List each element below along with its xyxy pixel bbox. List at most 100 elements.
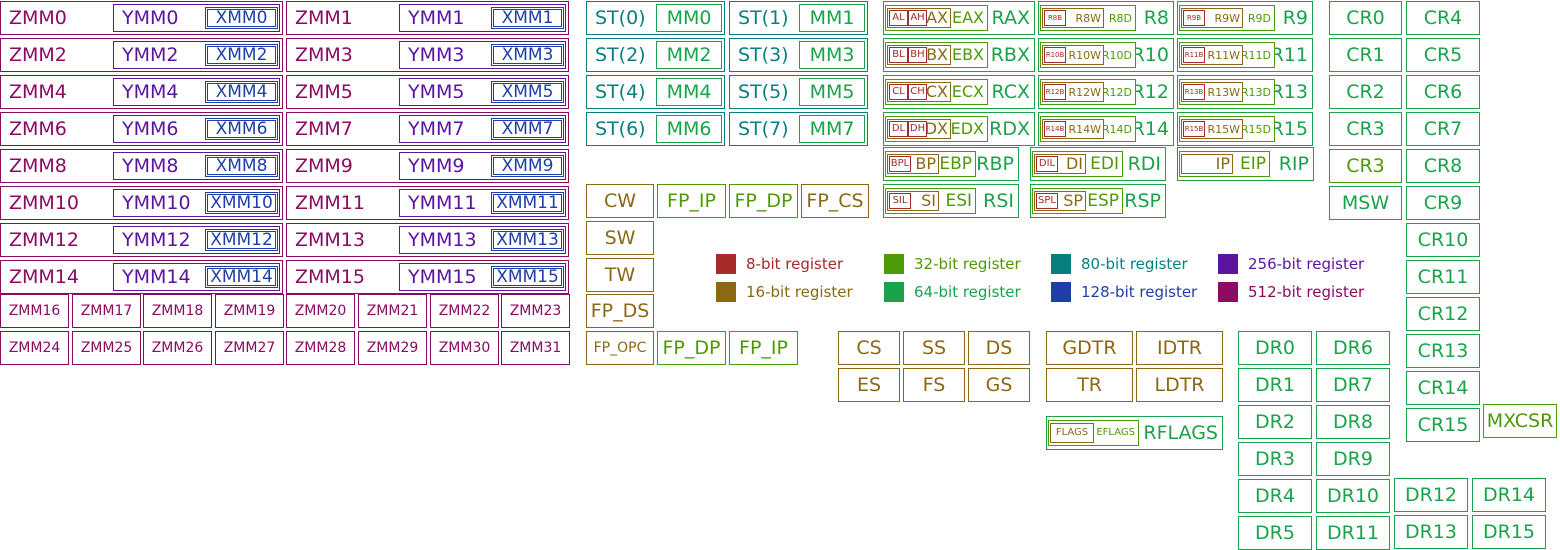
legend-item: 128-bit register — [1051, 282, 1197, 302]
zmm-register: ZMM16 — [0, 294, 69, 328]
legend-label: 256-bit register — [1248, 255, 1365, 273]
xmm-register: XMM10 — [205, 192, 278, 214]
debug-register: DR13 — [1394, 515, 1468, 549]
debug-register: DR14 — [1472, 478, 1546, 512]
segment-register: CS — [838, 331, 900, 365]
legend-swatch — [716, 282, 736, 302]
gpr-8-low: BL — [889, 47, 908, 63]
gpr-8: R15B — [1183, 121, 1205, 137]
legend-item: 8-bit register — [716, 254, 843, 274]
control-register: CR9 — [1406, 186, 1480, 220]
control-register: CR14 — [1406, 371, 1480, 405]
control-register: CR2 — [1329, 75, 1402, 109]
xmm-register: XMM4 — [205, 81, 278, 103]
legend-swatch — [716, 254, 736, 274]
xmm-register: XMM13 — [491, 229, 564, 251]
zmm-register: ZMM21 — [358, 294, 427, 328]
legend-item: 256-bit register — [1218, 254, 1364, 274]
debug-register: DR4 — [1238, 479, 1312, 513]
debug-register: DR5 — [1238, 516, 1312, 550]
control-register: MSW — [1329, 186, 1402, 220]
debug-register: DR12 — [1394, 478, 1468, 512]
xmm-register: XMM8 — [205, 155, 278, 177]
mm-register: MM5 — [799, 78, 865, 106]
legend-label: 32-bit register — [914, 255, 1021, 273]
mxcsr-register: MXCSR — [1483, 404, 1557, 438]
legend-item: 80-bit register — [1051, 254, 1188, 274]
gpr-8: R11B — [1183, 47, 1205, 63]
gpr-8: DIL — [1036, 156, 1058, 172]
control-register: CR3 — [1329, 149, 1402, 183]
legend-label: 80-bit register — [1081, 255, 1188, 273]
debug-register: DR10 — [1316, 479, 1390, 513]
zmm-register: ZMM22 — [430, 294, 499, 328]
control-register: CR0 — [1329, 1, 1402, 35]
fpu-fp-dp: FP_DP — [729, 184, 798, 218]
debug-register: DR11 — [1316, 516, 1390, 550]
segment-register: SS — [903, 331, 965, 365]
zmm-register: ZMM30 — [430, 331, 499, 365]
mm-register: MM1 — [799, 4, 865, 32]
mm-register: MM0 — [656, 4, 722, 32]
gpr-8-high: CH — [908, 84, 927, 100]
gpr-8-low: DL — [889, 121, 908, 137]
control-register: CR12 — [1406, 297, 1480, 331]
xmm-register: XMM12 — [205, 229, 278, 251]
legend-label: 512-bit register — [1248, 283, 1365, 301]
legend-swatch — [1051, 282, 1071, 302]
fpu-fp-dp: FP_DP — [657, 331, 726, 365]
gpr-8-low: CL — [889, 84, 908, 100]
gpr-8-low: AL — [889, 10, 908, 26]
gpr-8: R13B — [1183, 84, 1205, 100]
mm-register: MM6 — [656, 115, 722, 143]
gpr-8: SIL — [889, 193, 911, 209]
xmm-register: XMM15 — [491, 266, 564, 288]
control-register: CR13 — [1406, 334, 1480, 368]
control-register: CR1 — [1329, 38, 1402, 72]
gpr-8: BPL — [889, 156, 911, 172]
zmm-register: ZMM24 — [0, 331, 69, 365]
legend-swatch — [1218, 282, 1238, 302]
xmm-register: XMM6 — [205, 118, 278, 140]
gpr-8: R14B — [1044, 121, 1066, 137]
zmm-register: ZMM18 — [143, 294, 212, 328]
fpu-fp-ds: FP_DS — [586, 294, 654, 328]
mm-register: MM3 — [799, 41, 865, 69]
legend-item: 64-bit register — [884, 282, 1021, 302]
segment-register: GS — [968, 368, 1030, 402]
xmm-register: XMM7 — [491, 118, 564, 140]
fpu-tw: TW — [586, 258, 654, 292]
fpu-fp-ip: FP_IP — [729, 331, 798, 365]
legend-label: 8-bit register — [746, 255, 844, 273]
xmm-register: XMM11 — [491, 192, 564, 214]
debug-register: DR8 — [1316, 405, 1390, 439]
legend-label: 128-bit register — [1081, 283, 1198, 301]
segment-register: DS — [968, 331, 1030, 365]
zmm-register: ZMM27 — [215, 331, 284, 365]
instruction-pointer-16: IP — [1181, 154, 1233, 174]
mm-register: MM2 — [656, 41, 722, 69]
control-register: CR10 — [1406, 223, 1480, 257]
debug-register: DR6 — [1316, 331, 1390, 365]
zmm-register: ZMM23 — [501, 294, 570, 328]
legend-swatch — [884, 282, 904, 302]
control-register: CR8 — [1406, 149, 1480, 183]
debug-register: DR0 — [1238, 331, 1312, 365]
zmm-register: ZMM25 — [72, 331, 141, 365]
debug-register: DR1 — [1238, 368, 1312, 402]
control-register: CR7 — [1406, 112, 1480, 146]
zmm-register: ZMM19 — [215, 294, 284, 328]
debug-register: DR15 — [1472, 515, 1546, 549]
debug-register: DR3 — [1238, 442, 1312, 476]
xmm-register: XMM14 — [205, 266, 278, 288]
gpr-8: R8B — [1044, 10, 1066, 26]
mm-register: MM7 — [799, 115, 865, 143]
fpu-fp-ip: FP_IP — [657, 184, 726, 218]
fpu-fp-opc: FP_OPC — [586, 331, 654, 365]
zmm-register: ZMM28 — [286, 331, 355, 365]
segment-register: FS — [903, 368, 965, 402]
control-register: CR4 — [1406, 1, 1480, 35]
xmm-register: XMM1 — [491, 7, 564, 29]
legend-item: 32-bit register — [884, 254, 1021, 274]
